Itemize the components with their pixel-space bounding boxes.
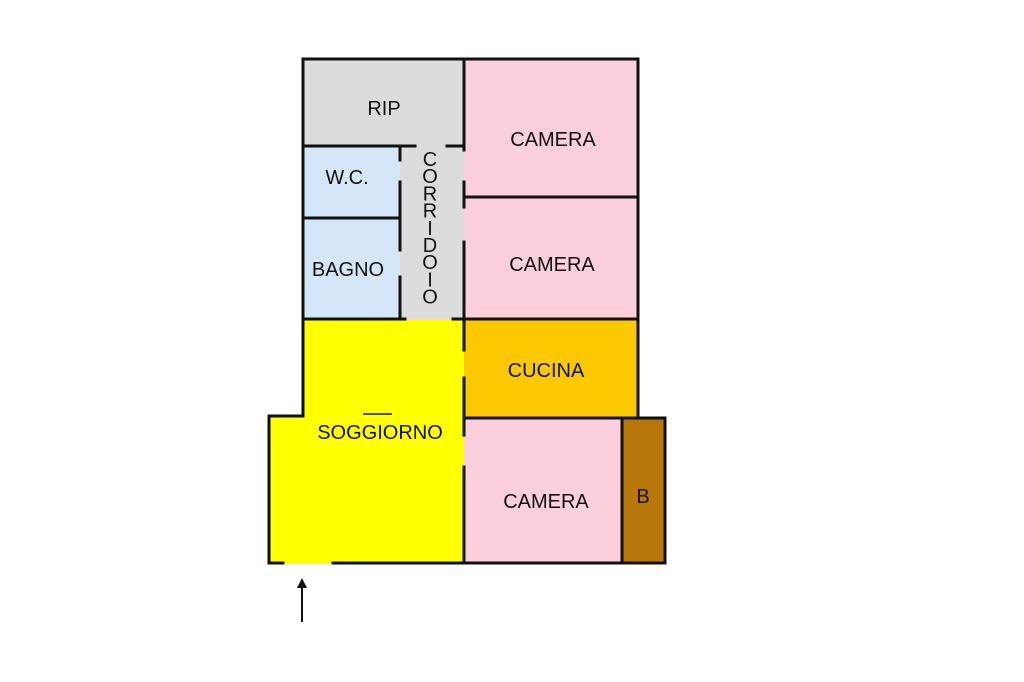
room-rip bbox=[303, 59, 464, 146]
room-balcone bbox=[622, 418, 665, 563]
arrow-up-icon bbox=[297, 578, 307, 622]
label-corridoio-letter: R bbox=[423, 201, 437, 223]
label-balcone: B bbox=[636, 486, 649, 508]
label-camera-3: CAMERA bbox=[503, 491, 589, 513]
room-wc bbox=[303, 146, 400, 218]
label-cucina: CUCINA bbox=[508, 360, 585, 382]
room-camera-2 bbox=[464, 197, 638, 319]
room-corridoio bbox=[400, 146, 464, 319]
label-corridoio-letter: O bbox=[422, 287, 438, 309]
label-soggiorno: SOGGIORNO bbox=[317, 422, 443, 444]
label-corridoio-letter: I bbox=[427, 218, 433, 240]
room-camera-1 bbox=[464, 59, 638, 197]
label-corridoio-letter: D bbox=[423, 235, 437, 257]
label-corridoio-letter: C bbox=[423, 149, 437, 171]
label-corridoio-letter: O bbox=[422, 252, 438, 274]
label-corridoio-letter: R bbox=[423, 183, 437, 205]
label-bagno: BAGNO bbox=[312, 259, 384, 281]
room-camera-3 bbox=[464, 418, 622, 563]
room-bagno bbox=[303, 218, 400, 319]
label-camera-2: CAMERA bbox=[509, 254, 595, 276]
label-corridoio-letter: I bbox=[427, 269, 433, 291]
label-corridoio-letter: O bbox=[422, 166, 438, 188]
room-soggiorno bbox=[269, 319, 464, 563]
label-wc: W.C. bbox=[325, 167, 368, 189]
walls bbox=[267, 57, 667, 565]
room-cucina bbox=[464, 319, 638, 418]
label-camera-1: CAMERA bbox=[510, 129, 596, 151]
label-rip: RIP bbox=[367, 98, 400, 120]
